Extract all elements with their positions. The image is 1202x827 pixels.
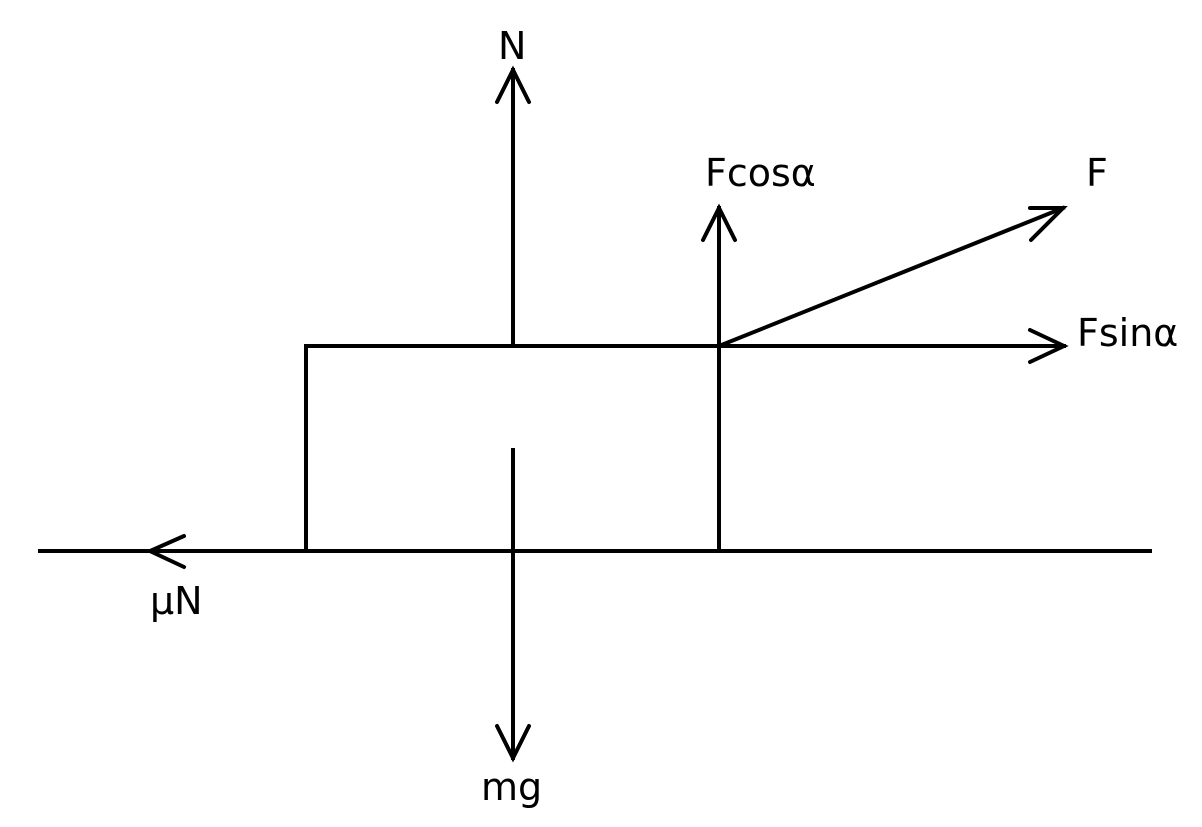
friction-arrow [145, 534, 186, 569]
label-weight: mg [481, 765, 542, 809]
label-f-sin: Fsinα [1077, 311, 1178, 355]
f-sin-arrow [717, 328, 1069, 364]
applied-force-arrow [716, 205, 1068, 349]
weight-arrow [495, 448, 531, 763]
f-cos-arrow [701, 203, 737, 553]
label-normal-force: N [498, 24, 526, 68]
normal-force-arrow [495, 65, 531, 348]
label-friction: μN [150, 579, 203, 623]
label-applied-force: F [1086, 151, 1108, 195]
label-f-cos: Fcosα [705, 151, 816, 195]
